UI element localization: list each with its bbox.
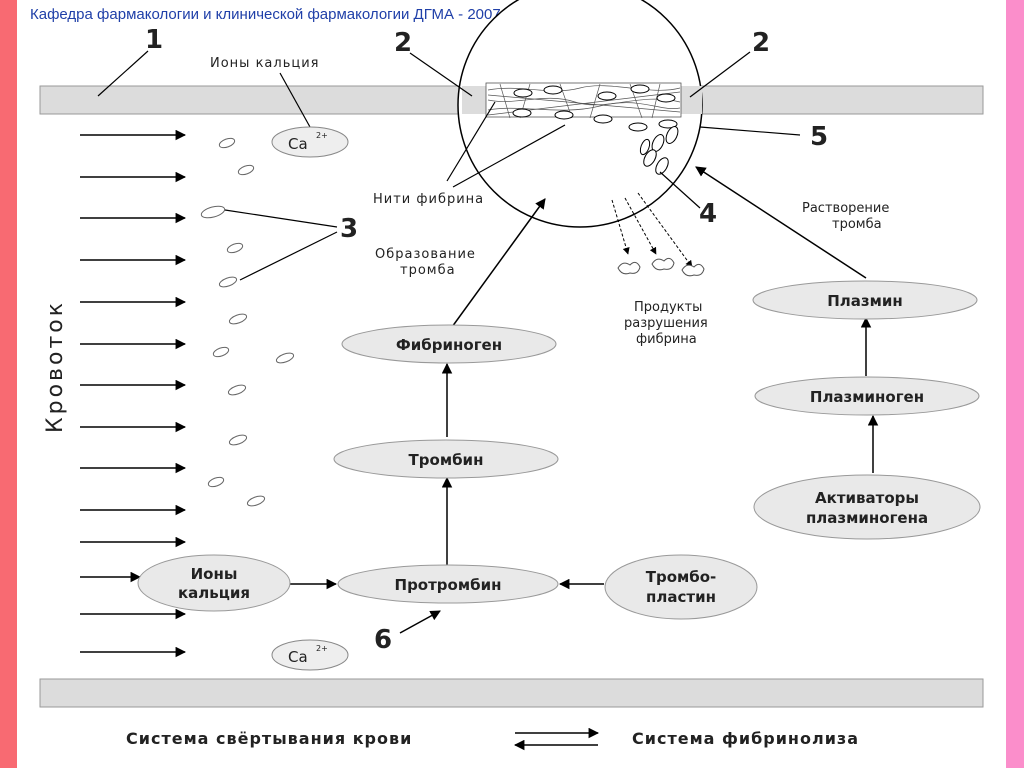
node-activators-line2: плазминогена — [806, 509, 928, 527]
marker-2-left: 2 — [394, 28, 412, 58]
degradation-fragments — [617, 257, 705, 277]
node-thrombin-label: Тромбин — [409, 451, 484, 469]
node-thrombin: Тромбин — [333, 439, 559, 479]
ca-charge-top: 2+ — [316, 131, 328, 140]
node-activators-line1: Активаторы — [815, 489, 919, 507]
node-plasmin-label: Плазмин — [827, 292, 903, 310]
node-prothrombin-label: Протромбин — [395, 576, 502, 594]
degradation-line3: фибрина — [636, 332, 697, 347]
trapped-cells — [512, 84, 679, 175]
pointer-calcium-top — [279, 72, 311, 128]
marker-1: 1 — [145, 25, 163, 55]
fibrin-threads-label: Нити фибрина — [373, 192, 484, 207]
blood-flow-arrows — [80, 129, 187, 658]
node-calcium-ions-line1: Ионы — [191, 565, 238, 583]
right-edge-bar — [1006, 0, 1024, 768]
calcium-ions-top-label: Ионы кальция — [210, 56, 319, 71]
marker-pointers — [97, 50, 801, 281]
ca-ion-top — [271, 126, 349, 158]
platelets — [200, 137, 295, 507]
node-fibrinogen: Фибриноген — [341, 324, 557, 364]
clot-formation-line1: Образование — [375, 247, 476, 262]
blood-flow-label: Кровоток — [43, 300, 68, 433]
marker-2-right: 2 — [752, 28, 770, 58]
ca-symbol-bottom: Ca — [288, 648, 308, 666]
node-thromboplastin-line1: Тромбо- — [646, 568, 717, 586]
node-thromboplastin-line2: пластин — [646, 588, 716, 606]
vessel-wall-bottom — [39, 678, 984, 708]
left-edge-bar — [0, 0, 17, 768]
dissolution-line1: Растворение — [802, 201, 889, 216]
equilibrium-arrows — [513, 727, 600, 751]
degradation-line1: Продукты — [634, 300, 702, 315]
node-plasminogen-label: Плазминоген — [810, 388, 924, 406]
pointer-6-arrow — [399, 610, 441, 634]
node-thromboplastin: Тромбо- пластин — [604, 554, 758, 620]
footer-coagulation: Система свёртывания крови — [126, 729, 412, 748]
node-prothrombin: Протромбин — [337, 564, 559, 604]
ca-symbol-top: Ca — [288, 135, 308, 153]
clot-formation-line2: тромба — [400, 263, 456, 278]
pathway-arrows — [290, 166, 879, 590]
dissolution-line2: тромба — [832, 217, 882, 232]
node-fibrinogen-label: Фибриноген — [396, 336, 502, 354]
ca-ion-bottom — [271, 639, 349, 671]
node-plasminogen-activators: Активаторы плазминогена — [753, 474, 981, 540]
ca-charge-bottom: 2+ — [316, 644, 328, 653]
node-plasminogen: Плазминоген — [754, 376, 980, 416]
degradation-line2: разрушения — [624, 316, 708, 331]
node-calcium-ions-line2: кальция — [178, 584, 250, 602]
node-calcium-ions: Ионы кальция — [137, 554, 291, 612]
node-plasmin: Плазмин — [752, 280, 978, 320]
marker-5: 5 — [810, 122, 828, 152]
marker-4: 4 — [699, 199, 717, 229]
page-header: Кафедра фармакологии и клинической фарма… — [30, 6, 501, 23]
clot-magnifier — [457, 0, 703, 228]
footer-fibrinolysis: Система фибринолиза — [632, 729, 859, 748]
marker-6: 6 — [374, 625, 392, 655]
degradation-arrows — [611, 192, 693, 268]
marker-3: 3 — [340, 214, 358, 244]
